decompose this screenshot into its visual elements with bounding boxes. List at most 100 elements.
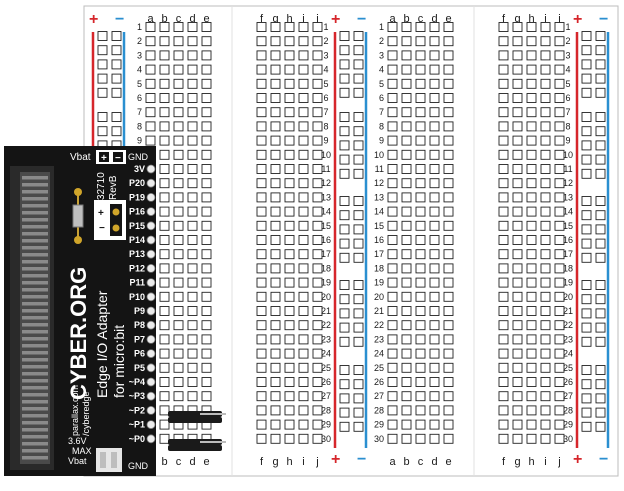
rail-hole[interactable] (353, 224, 364, 235)
breadboard-hole[interactable] (201, 362, 212, 373)
breadboard-hole[interactable] (415, 263, 426, 274)
breadboard-hole[interactable] (415, 50, 426, 61)
breadboard-hole[interactable] (284, 121, 295, 132)
breadboard-hole[interactable] (201, 135, 212, 146)
breadboard-hole[interactable] (526, 334, 537, 345)
breadboard-hole[interactable] (401, 362, 412, 373)
rail-hole[interactable] (353, 421, 364, 432)
breadboard-hole[interactable] (443, 348, 454, 359)
breadboard-hole[interactable] (554, 405, 565, 416)
breadboard-hole[interactable] (401, 149, 412, 160)
breadboard-hole[interactable] (312, 149, 323, 160)
rail-hole[interactable] (595, 322, 606, 333)
rail-hole[interactable] (97, 31, 108, 41)
rail-hole[interactable] (581, 365, 592, 375)
breadboard-hole[interactable] (173, 206, 184, 217)
breadboard-hole[interactable] (401, 36, 412, 47)
breadboard-hole[interactable] (526, 36, 537, 47)
breadboard-hole[interactable] (498, 391, 509, 402)
rail-hole[interactable] (111, 59, 122, 70)
breadboard-hole[interactable] (159, 78, 170, 89)
breadboard-hole[interactable] (512, 64, 523, 75)
breadboard-hole[interactable] (429, 107, 440, 118)
breadboard-hole[interactable] (187, 64, 198, 75)
breadboard-hole[interactable] (173, 107, 184, 118)
breadboard-hole[interactable] (145, 135, 156, 146)
rail-hole[interactable] (339, 73, 350, 84)
breadboard-hole[interactable] (284, 36, 295, 47)
breadboard-hole[interactable] (387, 50, 398, 61)
breadboard-hole[interactable] (159, 433, 170, 444)
breadboard-hole[interactable] (270, 121, 281, 132)
breadboard-hole[interactable] (270, 206, 281, 217)
breadboard-hole[interactable] (387, 78, 398, 89)
breadboard-hole[interactable] (526, 93, 537, 103)
rail-hole[interactable] (595, 168, 606, 179)
rail-hole[interactable] (97, 73, 108, 84)
breadboard-hole[interactable] (512, 206, 523, 217)
breadboard-hole[interactable] (512, 121, 523, 132)
breadboard-hole[interactable] (270, 348, 281, 359)
breadboard-hole[interactable] (159, 362, 170, 373)
rail-hole[interactable] (595, 421, 606, 432)
breadboard-hole[interactable] (554, 78, 565, 89)
breadboard-hole[interactable] (284, 206, 295, 217)
breadboard-hole[interactable] (201, 206, 212, 217)
breadboard-hole[interactable] (387, 178, 398, 189)
breadboard-hole[interactable] (498, 334, 509, 345)
breadboard-hole[interactable] (554, 306, 565, 316)
breadboard-hole[interactable] (173, 235, 184, 245)
breadboard-hole[interactable] (526, 405, 537, 416)
rail-hole[interactable] (339, 126, 350, 137)
breadboard-hole[interactable] (540, 64, 551, 75)
breadboard-hole[interactable] (298, 206, 309, 217)
rail-hole[interactable] (581, 196, 592, 206)
breadboard-hole[interactable] (298, 405, 309, 416)
breadboard-hole[interactable] (201, 93, 212, 103)
breadboard-hole[interactable] (387, 419, 398, 430)
breadboard-hole[interactable] (401, 405, 412, 416)
rail-hole[interactable] (353, 308, 364, 319)
breadboard-hole[interactable] (284, 164, 295, 174)
breadboard-hole[interactable] (401, 334, 412, 345)
breadboard-hole[interactable] (256, 419, 267, 430)
breadboard-hole[interactable] (256, 121, 267, 132)
breadboard-hole[interactable] (284, 291, 295, 302)
breadboard-hole[interactable] (498, 50, 509, 61)
breadboard-hole[interactable] (498, 362, 509, 373)
rail-hole[interactable] (353, 196, 364, 206)
breadboard-hole[interactable] (415, 277, 426, 288)
rail-hole[interactable] (97, 112, 108, 122)
breadboard-hole[interactable] (145, 78, 156, 89)
rail-hole[interactable] (353, 407, 364, 418)
rail-hole[interactable] (595, 31, 606, 41)
breadboard-hole[interactable] (270, 164, 281, 174)
breadboard-hole[interactable] (201, 291, 212, 302)
rail-hole[interactable] (353, 87, 364, 98)
breadboard-hole[interactable] (415, 164, 426, 174)
breadboard-hole[interactable] (387, 206, 398, 217)
breadboard-hole[interactable] (512, 178, 523, 189)
breadboard-hole[interactable] (429, 64, 440, 75)
breadboard-hole[interactable] (201, 121, 212, 132)
breadboard-hole[interactable] (415, 107, 426, 118)
breadboard-hole[interactable] (201, 64, 212, 75)
rail-hole[interactable] (595, 224, 606, 235)
breadboard-hole[interactable] (201, 348, 212, 359)
breadboard-hole[interactable] (401, 419, 412, 430)
breadboard-hole[interactable] (526, 377, 537, 387)
breadboard-hole[interactable] (540, 192, 551, 203)
breadboard-hole[interactable] (429, 291, 440, 302)
breadboard-hole[interactable] (312, 249, 323, 260)
breadboard-hole[interactable] (429, 22, 440, 32)
breadboard-hole[interactable] (159, 263, 170, 274)
breadboard-hole[interactable] (173, 291, 184, 302)
breadboard-hole[interactable] (270, 50, 281, 61)
breadboard-hole[interactable] (298, 135, 309, 146)
breadboard-hole[interactable] (284, 348, 295, 359)
breadboard-hole[interactable] (443, 377, 454, 387)
rail-hole[interactable] (595, 112, 606, 122)
breadboard-hole[interactable] (159, 419, 170, 430)
breadboard-hole[interactable] (554, 36, 565, 47)
breadboard-hole[interactable] (540, 277, 551, 288)
